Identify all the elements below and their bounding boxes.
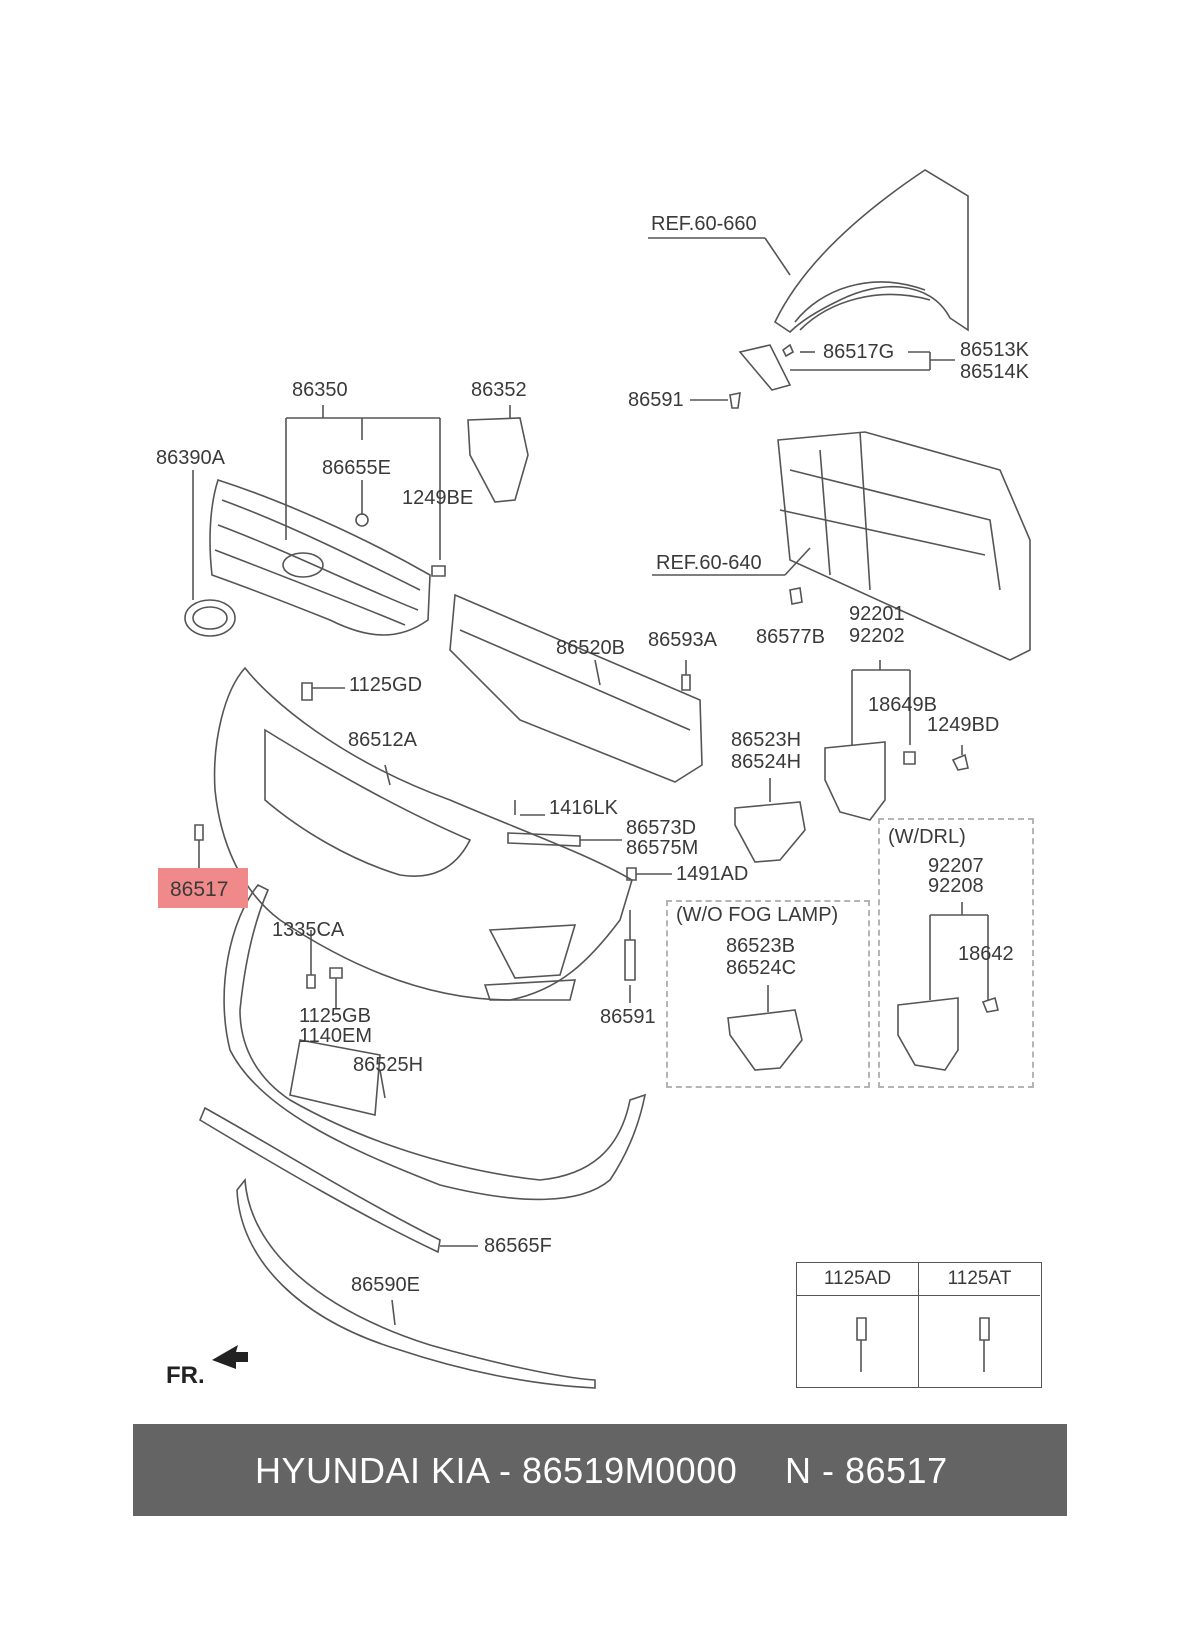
part-86523B-label: 86523B xyxy=(726,935,795,957)
part-1140EM-label: 1140EM xyxy=(299,1025,373,1047)
lower-bumper-drawing xyxy=(223,883,647,1201)
part-86593A-label: 86593A xyxy=(648,629,717,651)
part-86524C-label: 86524C xyxy=(726,957,797,979)
part-92202-label: 92202 xyxy=(849,625,905,647)
fastener-header-1125AD: 1125AD xyxy=(797,1263,918,1296)
radiator-support-drawing xyxy=(777,431,1031,661)
part-86565F-label: 86565F xyxy=(484,1235,552,1257)
fastener-header-1125AT: 1125AT xyxy=(919,1263,1040,1296)
part-86520B-label: 86520B xyxy=(556,637,625,659)
part-92201-label: 92201 xyxy=(849,603,905,625)
highlighted-part-label: 86517 xyxy=(170,878,229,901)
front-direction-label: FR. xyxy=(166,1362,205,1389)
brand-part-number: HYUNDAI KIA - 86519M0000 xyxy=(255,1450,738,1491)
ref-60-640-label: REF.60-640 xyxy=(656,552,762,574)
part-86591-top-label: 86591 xyxy=(628,389,684,411)
part-86525H-label: 86525H xyxy=(353,1054,424,1076)
without-fog-lamp-title: (W/O FOG LAMP) xyxy=(676,904,839,926)
part-1249BD-label: 1249BD xyxy=(927,714,1000,736)
part-86590E-label: 86590E xyxy=(351,1274,420,1296)
with-drl-title: (W/DRL) xyxy=(888,826,966,848)
part-86350-label: 86350 xyxy=(292,379,348,401)
fastener-col-1125AD: 1125AD xyxy=(797,1263,918,1387)
part-18649B-label: 18649B xyxy=(868,694,937,716)
part-86523H-label: 86523H xyxy=(731,729,802,751)
part-1249BE-label: 1249BE xyxy=(402,487,474,509)
part-1491AD-label: 1491AD xyxy=(676,863,749,885)
part-86390A-label: 86390A xyxy=(156,447,225,469)
front-direction-arrow xyxy=(212,1345,248,1369)
bracket-86517G xyxy=(738,344,792,391)
with-drl-box xyxy=(878,818,1034,1088)
part-86513K-label: 86513K xyxy=(960,339,1029,361)
part-1416LK-label: 1416LK xyxy=(549,797,618,819)
part-1125GD-label: 1125GD xyxy=(349,674,423,696)
part-number-banner: HYUNDAI KIA - 86519M0000 N - 86517 xyxy=(133,1424,1067,1516)
fastener-table: 1125AD 1125AT xyxy=(796,1262,1042,1388)
part-86514K-label: 86514K xyxy=(960,361,1029,383)
part-86575M-label: 86575M xyxy=(626,837,699,859)
reference-number: N - 86517 xyxy=(785,1450,948,1491)
highlighted-part-86517[interactable]: 86517 xyxy=(158,868,248,908)
part-86517G-label: 86517G xyxy=(823,341,895,363)
part-86577B-label: 86577B xyxy=(756,626,825,648)
without-fog-lamp-box xyxy=(666,900,870,1088)
ref-60-660-label: REF.60-660 xyxy=(651,213,757,235)
part-92208-label: 92208 xyxy=(928,875,984,897)
part-1335CA-label: 1335CA xyxy=(272,919,345,941)
bumper-cover-drawing xyxy=(213,666,633,1001)
part-18642-label: 18642 xyxy=(958,943,1014,965)
part-86524H-label: 86524H xyxy=(731,751,802,773)
grille-drawing xyxy=(209,478,431,636)
part-92207-label: 92207 xyxy=(928,855,984,877)
absorber-drawing xyxy=(449,593,703,783)
part-86591-bottom-label: 86591 xyxy=(600,1006,656,1028)
part-86352-label: 86352 xyxy=(471,379,527,401)
fastener-col-1125AT: 1125AT xyxy=(918,1263,1040,1387)
emblem-86390A xyxy=(184,599,236,637)
fender-drawing xyxy=(773,169,969,334)
part-86655E-label: 86655E xyxy=(322,457,391,479)
part-86573D-label: 86573D xyxy=(626,817,697,839)
part-1125GB-label: 1125GB xyxy=(299,1005,371,1027)
part-86512A-label: 86512A xyxy=(348,729,417,751)
